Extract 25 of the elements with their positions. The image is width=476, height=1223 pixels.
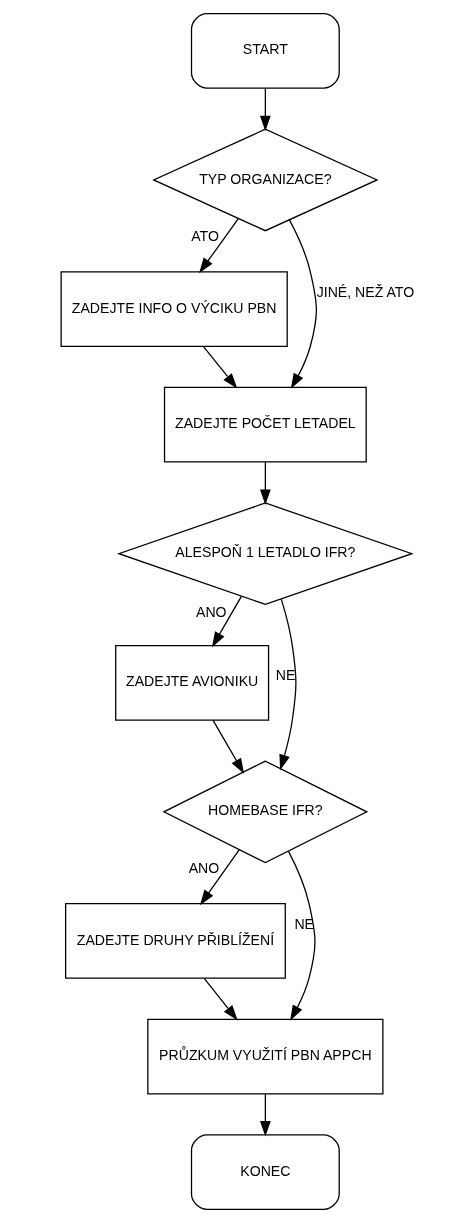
- edge-label: JINÉ, NEŽ ATO: [316, 284, 415, 301]
- arrow: [203, 978, 238, 1021]
- edge-label: NE: [275, 666, 296, 683]
- node-box: ZADEJTE AVIONIKU: [115, 644, 270, 721]
- arrow: [199, 849, 240, 906]
- node-box: ZADEJTE INFO O VÝCIKU PBN: [60, 271, 288, 347]
- arrow: [259, 461, 271, 505]
- node-diamond: HOMEBASE IFR?: [162, 760, 369, 864]
- arrow: [212, 595, 243, 648]
- node-diamond: ALESPOŇ 1 LETADLO IFR?: [116, 502, 414, 606]
- arrow: [288, 219, 318, 389]
- arrow: [212, 719, 245, 774]
- node-box: KONEC: [190, 1134, 340, 1211]
- node-box: ZADEJTE DRUHY PŘIBLÍŽENÍ: [65, 903, 286, 979]
- node-box: START: [190, 12, 340, 89]
- node-diamond: TYP ORGANIZACE?: [152, 128, 379, 232]
- arrow: [259, 1093, 271, 1137]
- arrow: [287, 850, 316, 1021]
- node-box: PRŮZKUM VYUŽITÍ PBN APPCH: [147, 1018, 384, 1095]
- arrow: [279, 598, 297, 771]
- node-box: ZADEJTE POČET LETADEL: [163, 386, 367, 463]
- edge-label: ANO: [196, 603, 227, 620]
- arrow: [259, 87, 271, 132]
- arrow: [202, 346, 238, 389]
- arrow: [199, 217, 240, 274]
